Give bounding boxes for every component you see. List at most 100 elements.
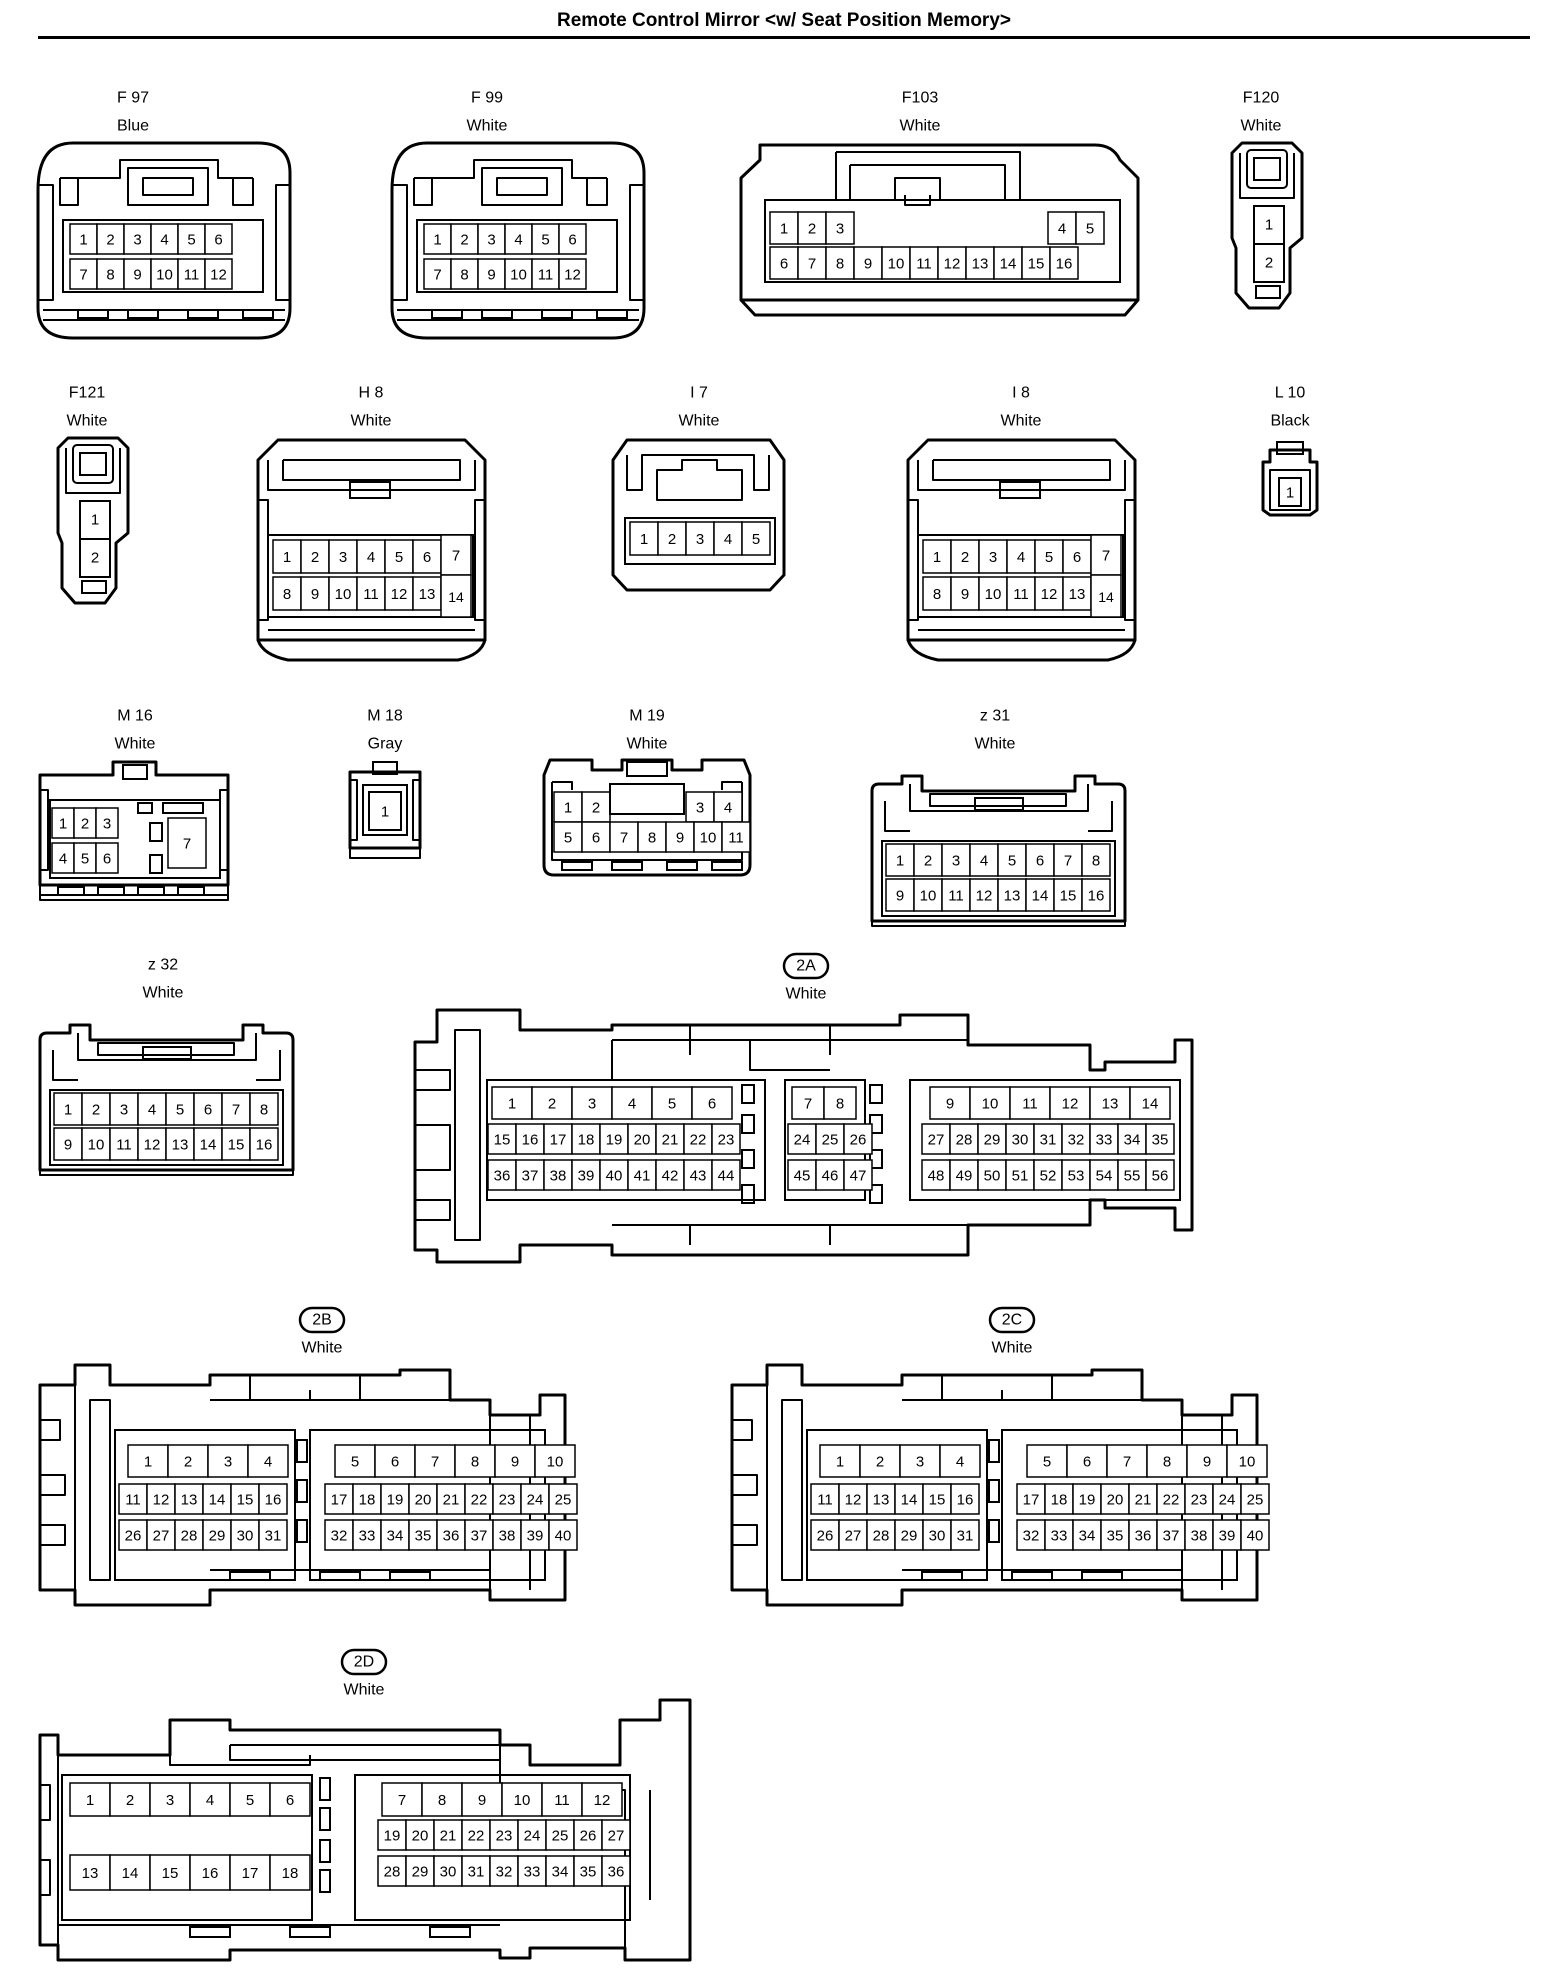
- pin-cavity: [487, 1123, 517, 1155]
- pin-number: 9: [896, 888, 904, 905]
- pin-number: 37: [471, 1528, 488, 1545]
- pin-cavity: [937, 246, 967, 280]
- pin-number: 23: [1191, 1492, 1208, 1509]
- pin-cavity: [1145, 1159, 1175, 1191]
- pin-number: 26: [125, 1528, 142, 1545]
- pin-cavity: [177, 258, 206, 290]
- latch-slot: [242, 309, 274, 319]
- pin-cavity: [249, 1092, 279, 1126]
- pin-cavity: [1049, 246, 1079, 280]
- pin-cavity: [204, 223, 233, 255]
- pin-cavity: [581, 791, 611, 823]
- pin-cavity: [997, 843, 1027, 877]
- pin-number: 5: [1045, 549, 1053, 566]
- pin-number: 1: [933, 549, 941, 566]
- pin-number: 31: [1040, 1132, 1057, 1149]
- pin-cavity: [461, 1855, 491, 1887]
- pin-number: 11: [554, 1792, 570, 1809]
- latch-slot: [921, 1571, 963, 1581]
- pin-number: 10: [335, 586, 352, 603]
- pin-number: 7: [1102, 548, 1110, 565]
- latch-tab: [974, 797, 1024, 811]
- pin-number: 13: [1102, 1096, 1119, 1113]
- pin-number: 22: [690, 1132, 707, 1149]
- pin-cavity: [380, 1519, 410, 1551]
- pin-cavity: [894, 1483, 924, 1515]
- pin-number: 1: [508, 1096, 516, 1113]
- connector-color: White: [115, 736, 156, 753]
- pin-cavity: [118, 1483, 148, 1515]
- pin-number: 1: [640, 531, 648, 548]
- pin-number: 21: [662, 1132, 679, 1149]
- latch-slot: [541, 309, 573, 319]
- pin-number: 4: [148, 1102, 156, 1119]
- pin-cavity: [950, 576, 980, 611]
- pin-number: 30: [237, 1528, 254, 1545]
- pin-number: 28: [181, 1528, 198, 1545]
- pin-cavity: [249, 1127, 279, 1161]
- pin-cavity: [1145, 1123, 1175, 1155]
- pin-number: 31: [265, 1528, 282, 1545]
- pin-number: 1: [86, 1792, 94, 1809]
- housing-outline: [1261, 448, 1319, 517]
- pin-cluster: [114, 1429, 296, 1581]
- housing-outline: [612, 1224, 968, 1245]
- pin-number: 39: [578, 1168, 595, 1185]
- pin-number: 11: [817, 1492, 833, 1509]
- pin-number: 47: [850, 1168, 867, 1185]
- housing-outline: [870, 774, 1127, 923]
- pin-number: 9: [478, 1792, 486, 1809]
- pin-cavity: [69, 258, 98, 290]
- latch-slot: [296, 1439, 308, 1463]
- pin-number: 40: [555, 1528, 572, 1545]
- pin-cavity: [328, 576, 358, 611]
- pin-cavity: [913, 843, 943, 877]
- housing-outline: [413, 1008, 1194, 1264]
- latch-slot: [319, 1807, 331, 1831]
- pin-cavity: [412, 539, 442, 574]
- housing-outline: [349, 848, 421, 859]
- pin-cavity: [531, 1086, 573, 1120]
- latch-tab: [372, 761, 398, 775]
- latch-slot: [869, 1084, 883, 1104]
- pin-number: 2: [592, 800, 600, 817]
- housing-outline: [38, 184, 290, 301]
- pin-number: 8: [1163, 1454, 1171, 1471]
- pin-cavity: [1061, 1123, 1091, 1155]
- latch-slot: [666, 861, 698, 871]
- pin-number: 1: [59, 816, 67, 833]
- pin-number: 6: [1073, 549, 1081, 566]
- pin-cavity: [885, 843, 915, 877]
- pin-number: 7: [431, 1454, 439, 1471]
- pin-number: 14: [1000, 256, 1017, 273]
- pin-number: 4: [724, 800, 732, 817]
- pin-cavity: [193, 1092, 223, 1126]
- pin-number: 18: [282, 1865, 299, 1882]
- pin-number: 39: [1219, 1528, 1236, 1545]
- pin-number: 21: [1135, 1492, 1152, 1509]
- pin-cavity: [711, 1159, 741, 1191]
- pin-number: 30: [440, 1864, 457, 1881]
- housing-outline: [414, 159, 607, 179]
- latch-slot: [741, 1114, 755, 1134]
- pin-cavity: [1090, 534, 1122, 576]
- pin-number: 56: [1152, 1168, 1169, 1185]
- pin-number: 3: [916, 1454, 924, 1471]
- pin-cavity: [146, 1483, 176, 1515]
- connector-code: 2A: [796, 958, 816, 975]
- pin-number: 3: [166, 1792, 174, 1809]
- pin-number: 7: [79, 267, 87, 284]
- pin-number: 11: [125, 1492, 141, 1509]
- connector-code-badge: [340, 1648, 388, 1676]
- pin-number: 2: [92, 1102, 100, 1119]
- pin-cavity: [165, 1127, 195, 1161]
- pin-cavity: [993, 246, 1023, 280]
- housing-outline: [38, 1023, 295, 1172]
- pin-number: 7: [183, 836, 191, 853]
- pin-number: 51: [1012, 1168, 1029, 1185]
- pin-number: 2: [876, 1454, 884, 1471]
- pin-cavity: [1090, 574, 1122, 618]
